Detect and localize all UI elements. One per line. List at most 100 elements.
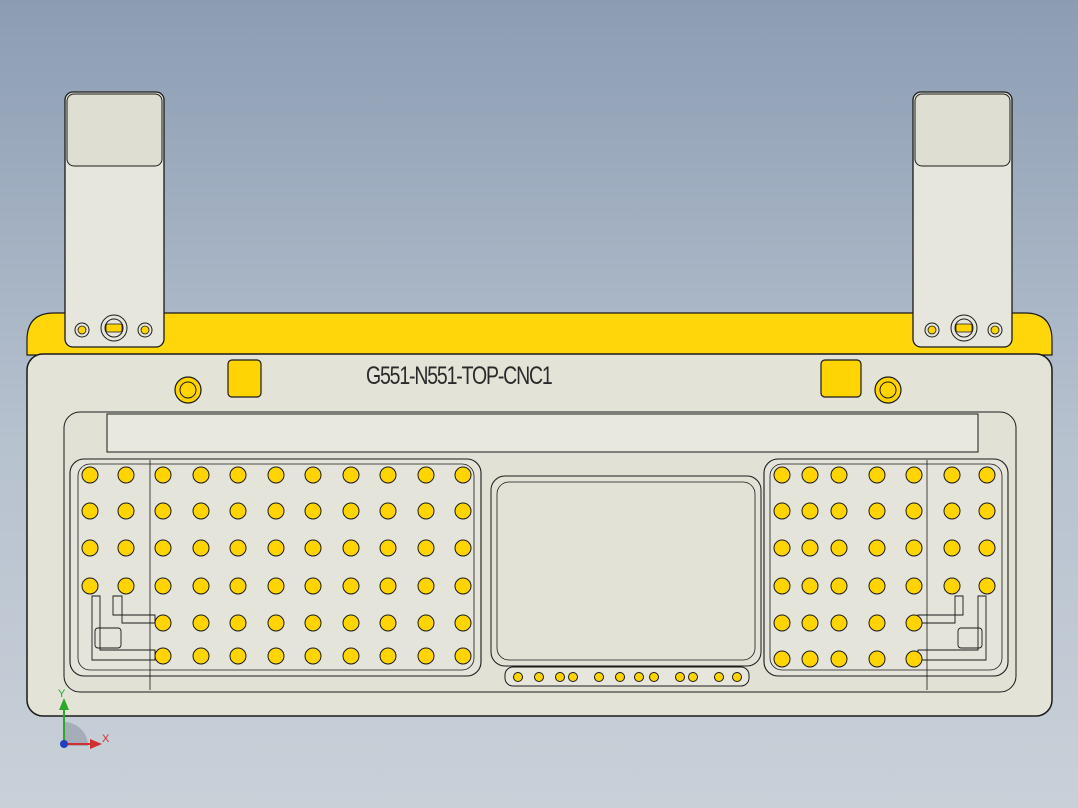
pin-hole: [304, 466, 322, 484]
pin-hole: [868, 577, 886, 595]
pin-hole: [154, 647, 172, 665]
pin-hole: [830, 466, 848, 484]
pin-hole: [417, 539, 435, 557]
left-pocket: [69, 458, 482, 677]
y-axis-label: Y: [58, 688, 66, 700]
pin-hole: [154, 502, 172, 520]
pin-hole: [81, 502, 99, 520]
pin-hole: [379, 502, 397, 520]
connector-pin: [513, 672, 523, 682]
left-bracket[interactable]: [64, 91, 165, 348]
pin-hole: [229, 577, 247, 595]
pin-hole: [304, 647, 322, 665]
center-window-inner: [496, 481, 756, 661]
pin-hole: [830, 539, 848, 557]
pin-hole: [978, 502, 996, 520]
pin-hole: [304, 577, 322, 595]
pin-hole: [868, 614, 886, 632]
pin-hole: [868, 650, 886, 668]
pin-hole: [801, 577, 819, 595]
right-pocket-inner: [769, 463, 1003, 671]
left-locator-hole[interactable]: [174, 376, 202, 404]
pin-hole: [773, 577, 791, 595]
axis-triad-icon[interactable]: [46, 684, 126, 754]
pin-hole: [905, 577, 923, 595]
connector-pin: [634, 672, 644, 682]
pin-hole: [229, 647, 247, 665]
right-pocket: [763, 458, 1009, 677]
right-locator-hole[interactable]: [874, 376, 902, 404]
pin-hole: [454, 466, 472, 484]
pin-hole: [192, 502, 210, 520]
pin-hole: [978, 539, 996, 557]
center-window: [490, 475, 762, 667]
left-key-block: [94, 627, 122, 649]
left-pin-grid: [81, 466, 472, 665]
top-slot: [106, 413, 979, 453]
pin-hole: [801, 539, 819, 557]
pin-hole: [379, 647, 397, 665]
pin-hole: [943, 466, 961, 484]
pin-hole: [905, 502, 923, 520]
connector-pin: [615, 672, 625, 682]
pin-hole: [773, 502, 791, 520]
connector-pin: [594, 672, 604, 682]
right-pin-grid: [773, 466, 996, 668]
pin-hole: [229, 466, 247, 484]
pin-hole: [379, 614, 397, 632]
pin-hole: [229, 614, 247, 632]
pin-hole: [154, 577, 172, 595]
right-locator-pad[interactable]: [820, 359, 862, 398]
pin-hole: [943, 502, 961, 520]
connector-pin: [675, 672, 685, 682]
part-number-engraving: G551-N551-TOP-CNC1: [366, 362, 553, 390]
x-axis-label: X: [102, 733, 110, 745]
pin-hole: [267, 502, 285, 520]
pin-hole: [454, 647, 472, 665]
pin-hole: [868, 466, 886, 484]
connector-pin: [714, 672, 724, 682]
connector-pin: [568, 672, 578, 682]
connector-pin: [649, 672, 659, 682]
pin-hole: [379, 539, 397, 557]
pin-hole: [267, 647, 285, 665]
yellow-rim: [26, 312, 1053, 356]
pin-hole: [773, 539, 791, 557]
pin-hole: [978, 466, 996, 484]
pin-hole: [192, 614, 210, 632]
pin-hole: [81, 466, 99, 484]
right-key-block: [957, 627, 983, 649]
left-locator-pad[interactable]: [227, 359, 262, 398]
pin-hole: [417, 577, 435, 595]
pin-hole: [304, 502, 322, 520]
pin-hole: [830, 650, 848, 668]
pin-hole: [454, 539, 472, 557]
pin-hole: [117, 466, 135, 484]
pin-hole: [943, 539, 961, 557]
pin-hole: [868, 502, 886, 520]
pin-hole: [267, 577, 285, 595]
pin-hole: [342, 614, 360, 632]
connector-pin: [688, 672, 698, 682]
pin-hole: [304, 614, 322, 632]
pin-hole: [454, 577, 472, 595]
pin-hole: [830, 577, 848, 595]
pin-hole: [342, 647, 360, 665]
left-locator-hole-inner: [179, 381, 197, 399]
pin-hole: [905, 539, 923, 557]
pin-hole: [342, 466, 360, 484]
pin-hole: [117, 539, 135, 557]
pin-hole: [229, 539, 247, 557]
pin-hole: [454, 502, 472, 520]
pin-hole: [417, 647, 435, 665]
pin-hole: [154, 614, 172, 632]
pin-hole: [417, 502, 435, 520]
pin-hole: [379, 577, 397, 595]
pin-hole: [304, 539, 322, 557]
right-bracket[interactable]: [912, 91, 1013, 348]
pin-hole: [192, 466, 210, 484]
pin-hole: [267, 539, 285, 557]
pin-hole: [154, 466, 172, 484]
